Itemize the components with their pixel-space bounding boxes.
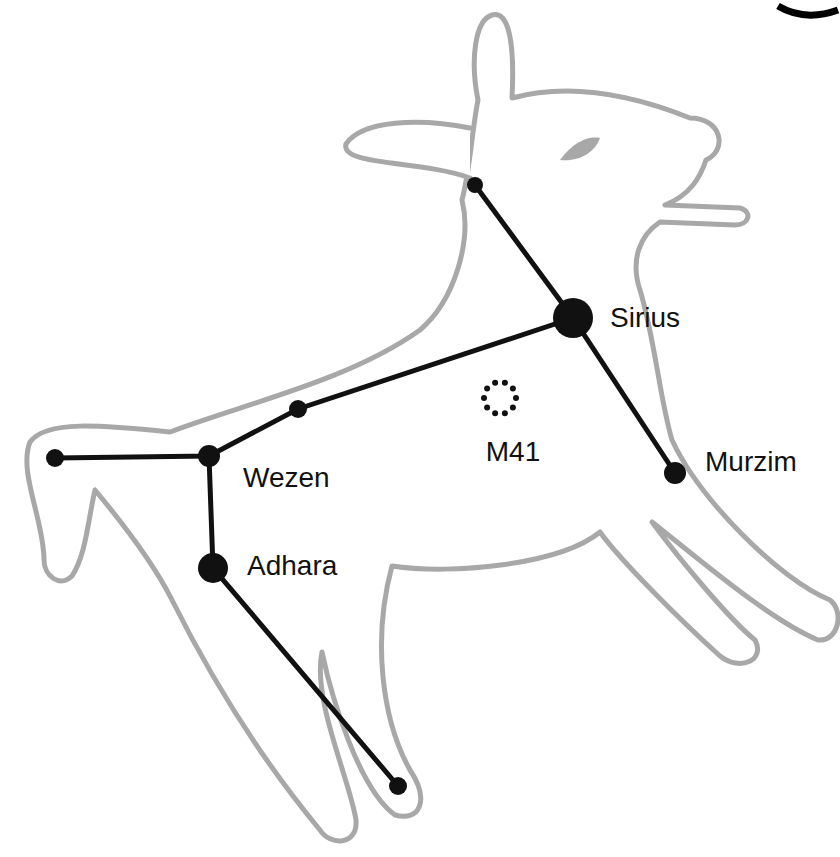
cluster-dot [492, 380, 498, 386]
cluster-dot [513, 395, 519, 401]
dog-outline [27, 14, 838, 841]
cluster-dot [510, 386, 516, 392]
cluster-dot [492, 410, 498, 416]
constellation-lines [55, 185, 675, 786]
star-label: Wezen [243, 463, 330, 494]
cluster-dot [481, 395, 487, 401]
star-dots [46, 177, 686, 795]
star-label: Sirius [610, 303, 680, 334]
cluster-label: M41 [486, 437, 540, 468]
cluster-dot [484, 404, 490, 410]
star-label: Murzim [705, 447, 797, 478]
cluster-dot [502, 410, 508, 416]
cluster-dot [502, 380, 508, 386]
dog-eye [560, 138, 600, 161]
corner-mark [778, 6, 838, 15]
cluster-symbol [481, 380, 519, 416]
cluster-dot [484, 386, 490, 392]
star-label: Adhara [247, 551, 337, 582]
cluster-dot [510, 404, 516, 410]
